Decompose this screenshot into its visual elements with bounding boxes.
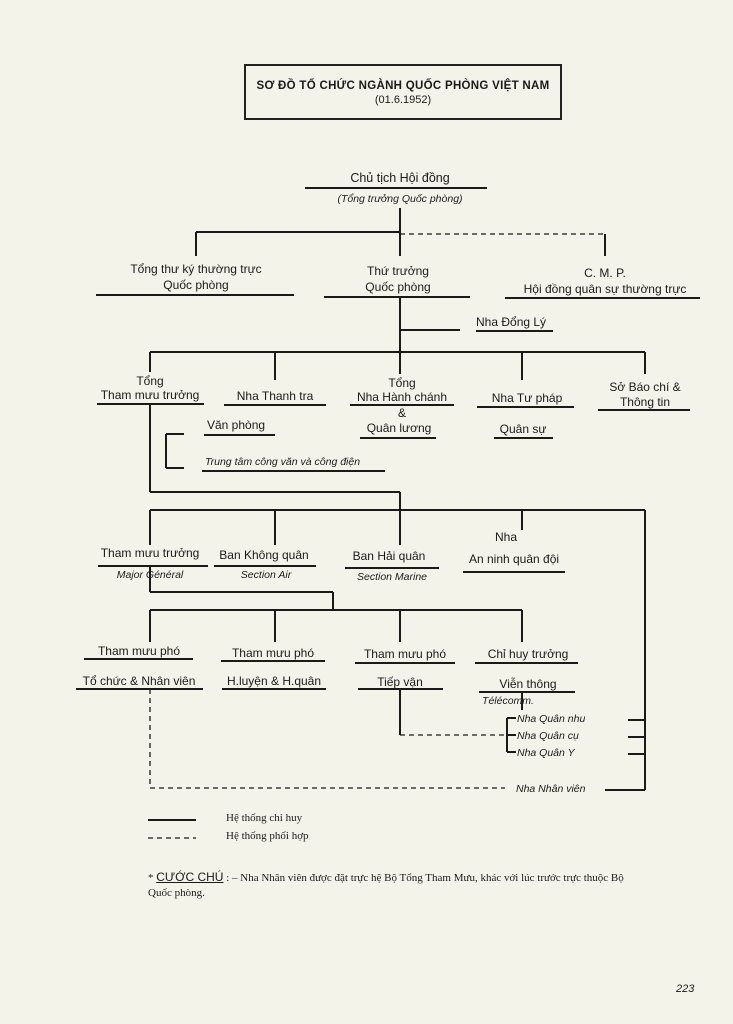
node-hanh-chanh-line2: Nha Hành chánh (356, 390, 448, 404)
node-chi-huy-truong: Chỉ huy trưởng (487, 647, 569, 661)
node-telecomm: Télécomm. (482, 695, 534, 707)
node-vien-thong: Viễn thông (499, 677, 557, 691)
node-chairman: Chủ tịch Hội đồng (350, 171, 450, 185)
node-trung-tam: Trung tâm công văn và công điện (205, 456, 361, 468)
node-deputy-line2: Quốc phòng (365, 280, 431, 294)
node-quan-y: Nha Quân Y (517, 747, 575, 759)
node-quan-su: Quân sự (499, 422, 547, 436)
node-tmp-huan-luyen-sub: H.luyện & H.quân (226, 674, 322, 688)
legend-solid-label: Hệ thống chỉ huy (226, 812, 303, 824)
node-tmt-line2: Tham mưu trưởng (100, 388, 200, 402)
node-deputy-line1: Thứ trưởng (367, 264, 429, 278)
node-tmp-huan-luyen: Tham mưu phó (231, 646, 315, 660)
node-ban-khong-quan-sub: Section Air (240, 569, 292, 581)
node-tmp-to-chuc: Tham mưu phó (97, 644, 181, 658)
node-chairman-sub: (Tổng trưởng Quốc phòng) (337, 193, 463, 205)
node-secretary-line1: Tổng thư ký thường trực (130, 262, 262, 276)
node-thanh-tra: Nha Thanh tra (236, 389, 314, 403)
node-tu-phap: Nha Tư pháp (491, 391, 563, 405)
node-bao-chi-line2: Thông tin (619, 395, 671, 409)
node-bao-chi-line1: Sở Báo chí & (609, 380, 681, 394)
legend-dashed-label: Hệ thống phối hợp (226, 830, 309, 842)
chart-date: (01.6.1952) (374, 94, 432, 106)
footnote-star: * (148, 872, 154, 884)
footnote-heading: CƯỚC CHÚ (156, 870, 224, 884)
node-tmt-line1: Tổng (136, 374, 164, 388)
node-quan-nhu: Nha Quân nhu (517, 713, 586, 725)
node-tmp-to-chuc-sub: Tổ chức & Nhân viên (82, 674, 196, 688)
node-nhan-vien: Nha Nhân viên (516, 783, 586, 795)
node-ban-khong-quan: Ban Không quân (219, 548, 309, 562)
node-ban-hai-quan-sub: Section Marine (356, 571, 428, 583)
chart-title: SƠ ĐỒ TỔ CHỨC NGÀNH QUỐC PHÒNG VIỆT NAM (256, 80, 550, 92)
node-an-ninh-line2: An ninh quân đội (468, 552, 560, 566)
node-hanh-chanh-amp: & (397, 406, 407, 420)
chart-title-box: SƠ ĐỒ TỔ CHỨC NGÀNH QUỐC PHÒNG VIỆT NAM … (244, 64, 562, 120)
node-quan-cu: Nha Quân cụ (517, 730, 579, 742)
node-nha-dong-ly: Nha Đổng Lý (476, 315, 547, 329)
node-van-phong: Văn phòng (207, 418, 266, 432)
node-cmp-line2: Hội đồng quân sự thường trực (523, 282, 687, 296)
node-tham-muu-truong-sub: Major Général (116, 569, 184, 581)
node-tham-muu-truong: Tham mưu trưởng (100, 546, 200, 560)
footnote-text: : – Nha Nhân viên được đặt trực hệ Bộ Tổ… (148, 872, 624, 899)
node-ban-hai-quan: Ban Hải quân (352, 549, 426, 563)
node-an-ninh-line1: Nha (494, 530, 518, 544)
page-number: 223 (676, 983, 695, 995)
node-secretary-line2: Quốc phòng (163, 278, 229, 292)
node-quan-luong: Quân lương (366, 421, 432, 435)
node-hanh-chanh-line1: Tổng (388, 376, 416, 390)
node-tmp-tiep-van-sub: Tiếp vận (377, 675, 423, 689)
node-tmp-tiep-van: Tham mưu phó (363, 647, 447, 661)
node-cmp-line1: C. M. P. (584, 266, 626, 280)
footnote: * CƯỚC CHÚ : – Nha Nhân viên được đặt tr… (148, 870, 628, 901)
